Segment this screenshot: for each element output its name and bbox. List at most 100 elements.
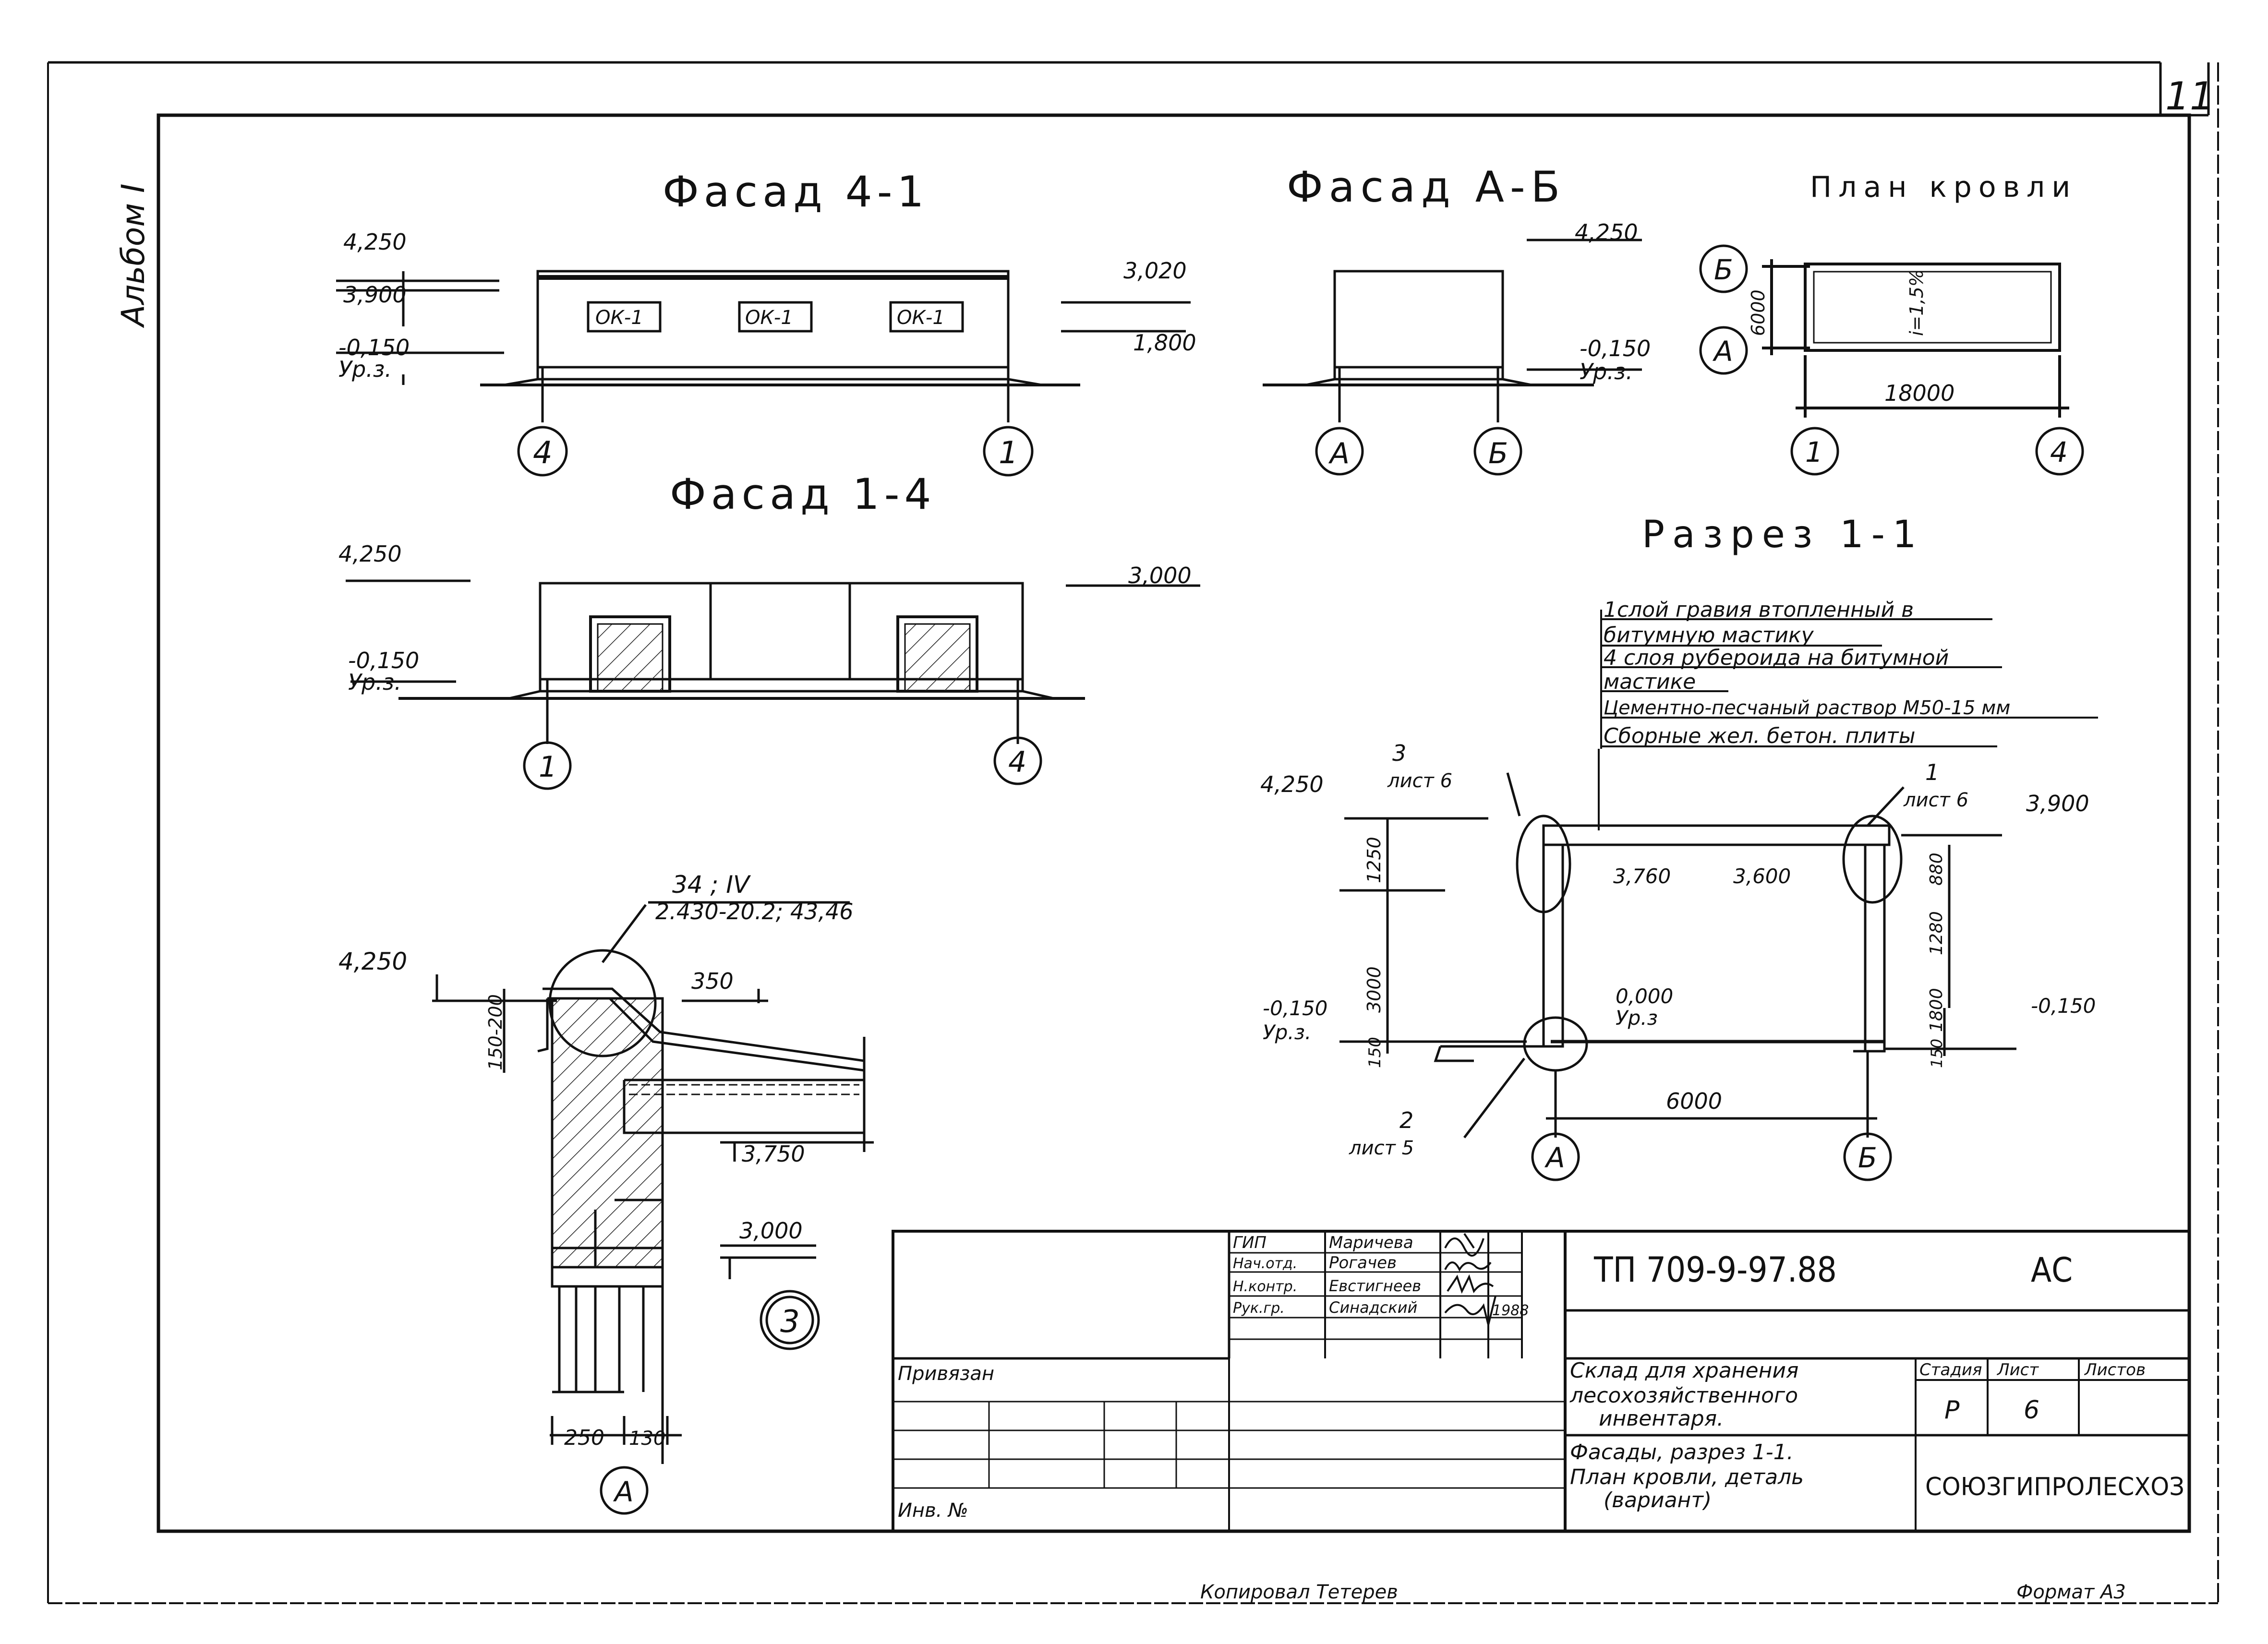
axis-marker: Б [1714, 253, 1733, 286]
object-name: Склад для хранения [1570, 1358, 1798, 1383]
ground-level-label: Ур.з. [1580, 359, 1633, 384]
level-mark: 3,000 [739, 1218, 803, 1244]
dimension-label: 250 [564, 1426, 604, 1450]
ground-level-label: Ур.з. [338, 356, 392, 382]
role-label: ГИП [1233, 1233, 1267, 1252]
axis-marker: Б [1488, 437, 1508, 470]
axis-marker: Б [1858, 1141, 1877, 1174]
role-label: Н.контр. [1233, 1278, 1297, 1295]
layer-note: Цементно-песчаный раствор М50-15 мм [1604, 697, 2010, 719]
ground-level-label: Ур.з. [348, 669, 401, 695]
sheet-title: План кровли, деталь [1570, 1465, 1804, 1489]
roof-plan-title: План кровли [1810, 170, 2077, 204]
level-mark: 4,250 [343, 229, 407, 255]
facade-a-b-title: Фасад А-Б [1287, 162, 1566, 212]
facade-1-4: Фасад 1-4 4,250 -0,150 Ур.з. 3,000 [338, 469, 1200, 790]
sheet-title: Фасады, разрез 1-1. [1570, 1440, 1794, 1464]
doc-mark: АС [2031, 1250, 2073, 1290]
signature-marks [1444, 1233, 1496, 1325]
level-mark: 4,250 [338, 948, 407, 975]
signer-name: Синадский [1329, 1298, 1417, 1317]
dimension-label: 350 [691, 968, 734, 994]
callout-sheet: лист 5 [1349, 1137, 1414, 1159]
facade-4-1-title: Фасад 4-1 [663, 167, 929, 216]
ground-level-label: Ур.з. [1263, 1020, 1311, 1044]
level-mark: -0,150 [348, 648, 419, 673]
level-mark: 3,900 [2026, 791, 2089, 816]
door-left [589, 615, 671, 693]
dimension-label: 150-200 [485, 994, 506, 1070]
layer-note: мастике [1604, 670, 1696, 694]
callout-number: 1 [1925, 759, 1939, 785]
sheet-title: (вариант) [1604, 1488, 1712, 1512]
detail-mark: 3 [780, 1304, 800, 1340]
dimension-label: 150 [1928, 1039, 1946, 1068]
album-label: Альбом I [115, 183, 152, 328]
roof-plan: План кровли i=1,5% 6000 18000 Б А 1 4 [1699, 170, 2084, 476]
sheet-value: 6 [2024, 1396, 2039, 1425]
axis-marker: 4 [533, 435, 553, 471]
level-mark: 0,000 [1616, 984, 1673, 1008]
stage-header: Стадия [1919, 1360, 1982, 1380]
level-mark: 3,900 [343, 282, 407, 308]
axis-marker: А [1712, 335, 1733, 368]
level-mark: 4,250 [338, 541, 402, 567]
level-mark: 3,600 [1733, 864, 1791, 888]
dimension-label: 6000 [1666, 1088, 1722, 1114]
dimension-label: 6000 [1748, 289, 1769, 336]
section-title: Разрез 1-1 [1642, 513, 1924, 556]
axis-marker: А [613, 1476, 634, 1508]
axis-marker: 1 [539, 750, 557, 784]
dimension-label: 1280 [1927, 911, 1946, 955]
role-label: Рук.гр. [1233, 1300, 1285, 1317]
layer-note: битумную мастику [1604, 623, 1814, 648]
sheets-header: Листов [2084, 1360, 2146, 1380]
axis-marker: А [1328, 437, 1350, 470]
level-mark: -0,150 [338, 335, 410, 360]
level-mark: -0,150 [2031, 994, 2096, 1018]
project-code: ТП 709-9-97.88 [1593, 1249, 1837, 1290]
window-label: ОК-1 [745, 307, 793, 329]
dimension-label: 130 [629, 1428, 665, 1450]
footer-copied: Копировал Тетерев [1200, 1581, 1398, 1603]
dimension-label: 18000 [1884, 380, 1954, 406]
level-mark: -0,150 [1263, 996, 1327, 1020]
title-block [892, 1230, 2191, 1533]
door-right [896, 615, 978, 693]
facade-a-b: Фасад А-Б 4,250 -0,150 Ур.з. А Б [1263, 162, 1651, 476]
detail-reference: 34 ; IV [672, 871, 751, 899]
axis-marker: 1 [999, 435, 1018, 471]
level-mark: 3,760 [1613, 864, 1671, 888]
sheet-header: Лист [1996, 1360, 2039, 1380]
facade-1-4-title: Фасад 1-4 [670, 469, 936, 519]
callout-number: 3 [1392, 740, 1406, 766]
dimension-label: 880 [1927, 852, 1946, 886]
page-number: 11 [2165, 74, 2214, 119]
section-1-1: Разрез 1-1 1слой гравия втопленный в бит… [1260, 513, 2098, 1181]
window-label: ОК-1 [897, 307, 945, 329]
role-label: Нач.отд. [1233, 1255, 1297, 1272]
dimension-label: 3000 [1363, 966, 1385, 1013]
dimension-label: 1250 [1363, 837, 1385, 883]
window-label: ОК-1 [595, 307, 643, 329]
axis-marker: 4 [1008, 745, 1026, 779]
footer-format: Формат А3 [2016, 1581, 2126, 1603]
slope-label: i=1,5% [1906, 269, 1927, 336]
level-mark: 3,020 [1123, 258, 1187, 284]
object-name: инвентаря. [1599, 1406, 1724, 1431]
axis-marker: А [1544, 1141, 1565, 1174]
layer-note: Сборные жел. бетон. плиты [1604, 724, 1915, 748]
level-mark: -0,150 [1580, 336, 1651, 361]
signer-name: Рогачев [1329, 1253, 1397, 1272]
detail-3: 34 ; IV 2.430-20.2; 43,46 4,250 [338, 871, 874, 1515]
inv-label: Инв. № [898, 1500, 968, 1522]
level-mark: 4,250 [1575, 219, 1638, 245]
object-name: лесохозяйственного [1569, 1383, 1798, 1408]
level-mark: 1,800 [1133, 330, 1196, 356]
facade-4-1: Фасад 4-1 ОК-1 ОК-1 ОК-1 4,250 3,900 -0,… [336, 167, 1196, 477]
ground-level-label: Ур.з [1616, 1006, 1658, 1030]
layer-note: 1слой гравия втопленный в [1604, 598, 1914, 622]
signer-name: Маричева [1329, 1233, 1413, 1252]
organization-name: СОЮЗГИПРОЛЕСХОЗ [1925, 1473, 2184, 1501]
